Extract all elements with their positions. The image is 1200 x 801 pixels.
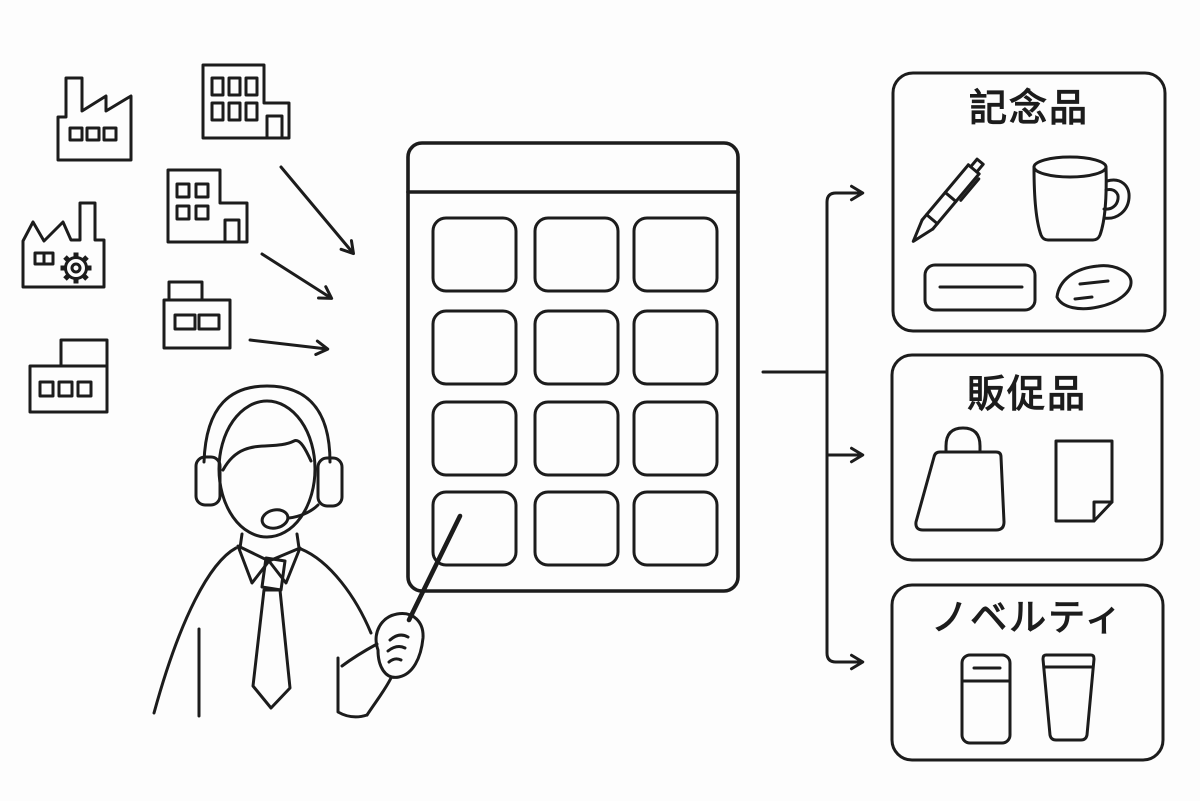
window-icon bbox=[197, 313, 221, 331]
door-icon bbox=[265, 114, 284, 140]
window-icon bbox=[76, 380, 93, 398]
pen-icon bbox=[911, 157, 985, 243]
operator-illustration bbox=[152, 384, 463, 719]
window-icon bbox=[175, 204, 191, 221]
arrow-supplier-to-catalog-2 bbox=[260, 252, 334, 300]
factory-icon-3 bbox=[28, 338, 109, 414]
catalog-cell bbox=[431, 309, 518, 386]
category-box-promotional bbox=[890, 353, 1164, 562]
door-icon bbox=[223, 218, 241, 244]
supplier-factories bbox=[21, 63, 291, 414]
office-building-icon-2 bbox=[166, 168, 249, 244]
catalog-panel bbox=[406, 141, 740, 593]
headset-earcup-left bbox=[194, 455, 222, 507]
operator-collar bbox=[236, 544, 302, 585]
catalog-cell bbox=[632, 216, 719, 293]
window-icon bbox=[175, 182, 191, 199]
catalog-cell bbox=[431, 490, 518, 567]
catalog-cell bbox=[632, 309, 719, 386]
catalog-cell bbox=[533, 400, 620, 477]
card-icon bbox=[923, 263, 1037, 312]
catalog-frame bbox=[406, 141, 740, 593]
novelty-icons bbox=[960, 653, 1096, 745]
catalog-grid bbox=[431, 216, 719, 567]
souvenir-icons bbox=[911, 155, 1133, 312]
office-building-icon-3 bbox=[162, 280, 232, 350]
category-box-novelty bbox=[890, 583, 1165, 762]
window-icon bbox=[68, 126, 84, 142]
headset-earcup-right bbox=[316, 456, 344, 508]
window-icon bbox=[244, 101, 259, 122]
operator-body bbox=[152, 546, 393, 719]
window-icon bbox=[210, 76, 225, 97]
catalog-cell bbox=[632, 490, 719, 567]
window-icon bbox=[210, 101, 225, 122]
factory-icon-1 bbox=[56, 76, 133, 162]
operator-hand bbox=[374, 612, 425, 679]
connector-trunk-line bbox=[825, 191, 838, 664]
gear-icon bbox=[60, 252, 92, 284]
window-icon bbox=[85, 126, 101, 142]
window-icon bbox=[194, 204, 210, 221]
window-icon bbox=[57, 380, 74, 398]
category-box-souvenir bbox=[891, 71, 1167, 333]
catalog-cell bbox=[632, 400, 719, 477]
window-icon bbox=[38, 380, 55, 398]
catalog-cell bbox=[533, 309, 620, 386]
wet-wipes-icon bbox=[960, 653, 1012, 745]
catalog-cell bbox=[533, 490, 620, 567]
category-connector bbox=[761, 184, 865, 671]
window-icon bbox=[173, 313, 197, 331]
pointer-stick-icon bbox=[406, 513, 463, 623]
necktie-icon bbox=[251, 556, 292, 710]
catalog-cell bbox=[533, 216, 620, 293]
arrow-supplier-to-catalog-1 bbox=[279, 165, 355, 256]
window-icon bbox=[244, 76, 259, 97]
shopping-bag-icon bbox=[914, 426, 1006, 532]
leaf-icon bbox=[1055, 264, 1133, 311]
supply-arrows bbox=[248, 165, 355, 356]
window-icon bbox=[194, 182, 210, 199]
tumbler-cup-icon bbox=[1041, 653, 1096, 742]
arrow-supplier-to-catalog-3 bbox=[248, 338, 330, 356]
operator-hair bbox=[221, 439, 313, 472]
flyer-icon bbox=[1054, 439, 1114, 523]
window-icon bbox=[227, 76, 242, 97]
microphone-icon bbox=[260, 503, 320, 530]
window-icon bbox=[102, 126, 118, 142]
factory-icon-2 bbox=[21, 201, 106, 289]
office-building-icon-1 bbox=[201, 63, 291, 140]
operator-head bbox=[217, 399, 317, 539]
catalog-cell bbox=[431, 400, 518, 477]
operator-neck-right bbox=[295, 532, 301, 550]
catalog-cell bbox=[431, 216, 518, 293]
window-icon bbox=[227, 101, 242, 122]
mug-icon bbox=[1032, 155, 1131, 242]
promotional-icons bbox=[914, 426, 1114, 532]
